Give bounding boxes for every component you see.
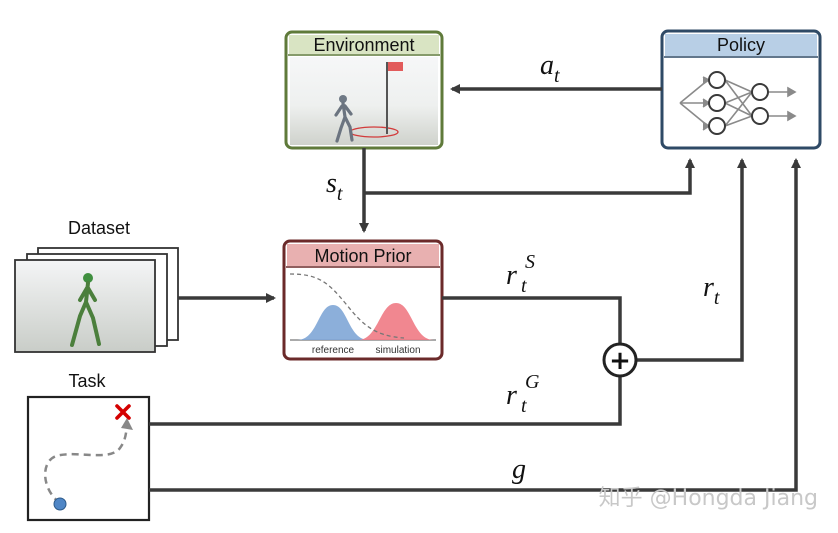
simulation-label: simulation — [375, 345, 420, 356]
svg-text:t: t — [521, 275, 527, 297]
goal-label: g — [512, 454, 526, 485]
dataset-title: Dataset — [68, 218, 130, 238]
dataset-frame-image — [14, 259, 156, 353]
reference-label: reference — [312, 345, 355, 356]
sum-symbol: + — [609, 346, 631, 376]
sum-node: + — [602, 342, 638, 378]
task-node: Task — [26, 371, 151, 522]
goal-edge — [149, 158, 801, 492]
task-start-marker — [53, 497, 67, 511]
environment-title: Environment — [313, 35, 414, 55]
task-title: Task — [68, 371, 106, 391]
reference-distribution — [297, 305, 369, 340]
action-label: at — [540, 50, 560, 87]
svg-text:G: G — [525, 371, 540, 393]
svg-text:S: S — [525, 251, 535, 273]
dataset-node: Dataset — [14, 218, 179, 353]
motion-prior-title: Motion Prior — [314, 246, 411, 266]
svg-text:t: t — [521, 395, 527, 417]
connections — [149, 84, 801, 492]
total-reward-label: rt — [703, 272, 720, 309]
task-goal-x-icon — [115, 404, 131, 420]
policy-title: Policy — [717, 35, 765, 55]
svg-text:r: r — [506, 260, 517, 291]
simulation-distribution — [358, 303, 434, 340]
discriminator-curve — [289, 273, 405, 339]
total-reward-edge — [637, 158, 747, 362]
goal-reward-label: r G t — [506, 371, 540, 417]
style-reward-label: r S t — [506, 251, 535, 297]
state-edge-to-policy — [364, 158, 695, 195]
state-label: st — [326, 168, 343, 205]
environment-node: Environment — [284, 30, 444, 150]
motion-prior-node: Motion Prior reference simulation — [282, 239, 444, 361]
task-path-arrowhead — [121, 418, 133, 430]
environment-scene-image — [290, 57, 438, 145]
goal-reward-edge — [149, 376, 622, 426]
policy-node: Policy — [660, 29, 822, 150]
watermark: 知乎 @Hongda Jiang — [599, 486, 818, 511]
distribution-plot: reference simulation — [289, 273, 436, 356]
neural-network-icon — [679, 71, 797, 135]
task-path — [43, 425, 129, 505]
svg-text:r: r — [506, 380, 517, 411]
style-reward-edge — [442, 296, 622, 344]
